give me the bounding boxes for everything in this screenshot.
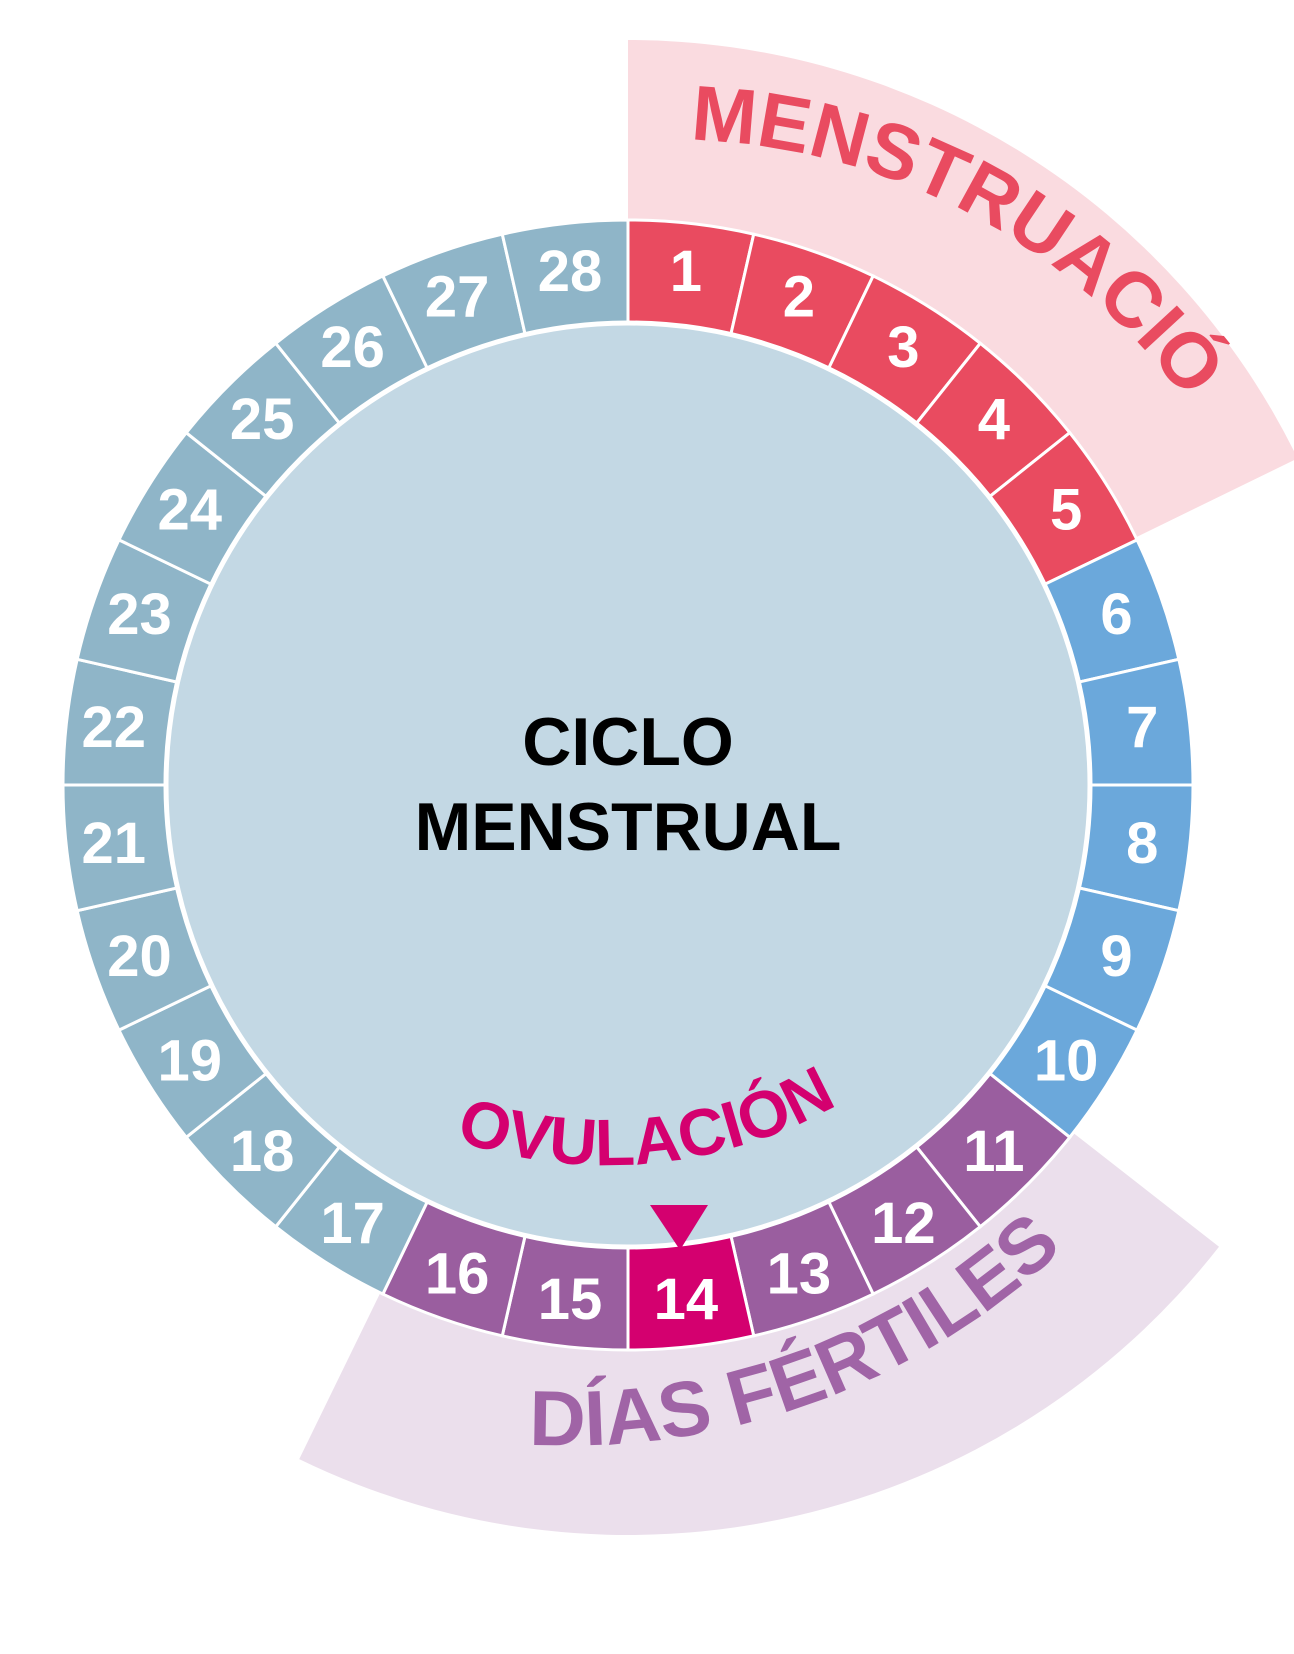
day-label-28: 28 [538,239,603,304]
day-label-15: 15 [538,1267,603,1332]
center-disc [163,320,1093,1250]
day-label-21: 21 [81,811,146,876]
day-label-1: 1 [670,239,702,304]
center-title-line2: MENSTRUAL [415,789,842,865]
day-label-23: 23 [107,582,172,647]
menstruation-band [628,40,1294,542]
day-label-12: 12 [871,1191,936,1256]
day-segments [61,218,1195,1352]
day-label-26: 26 [320,315,385,380]
day-label-13: 13 [767,1241,832,1306]
day-label-24: 24 [158,478,223,543]
day-label-7: 7 [1126,695,1158,760]
day-label-22: 22 [81,695,146,760]
center-title-line1: CICLO [522,704,734,780]
day-label-9: 9 [1100,924,1132,989]
day-label-27: 27 [425,265,490,330]
day-label-8: 8 [1126,811,1158,876]
day-label-18: 18 [230,1119,295,1184]
day-label-16: 16 [425,1241,490,1306]
day-label-20: 20 [107,924,172,989]
day-label-17: 17 [320,1191,385,1256]
day-label-25: 25 [230,387,295,452]
day-label-10: 10 [1034,1028,1099,1093]
day-label-11: 11 [963,1119,1024,1184]
day-label-5: 5 [1050,478,1082,543]
day-label-4: 4 [978,387,1010,452]
day-label-14: 14 [654,1267,719,1332]
day-label-3: 3 [887,315,919,380]
ovulation-arrow-icon [650,1205,708,1250]
day-label-19: 19 [158,1028,223,1093]
day-label-2: 2 [783,265,815,330]
day-label-6: 6 [1100,582,1132,647]
